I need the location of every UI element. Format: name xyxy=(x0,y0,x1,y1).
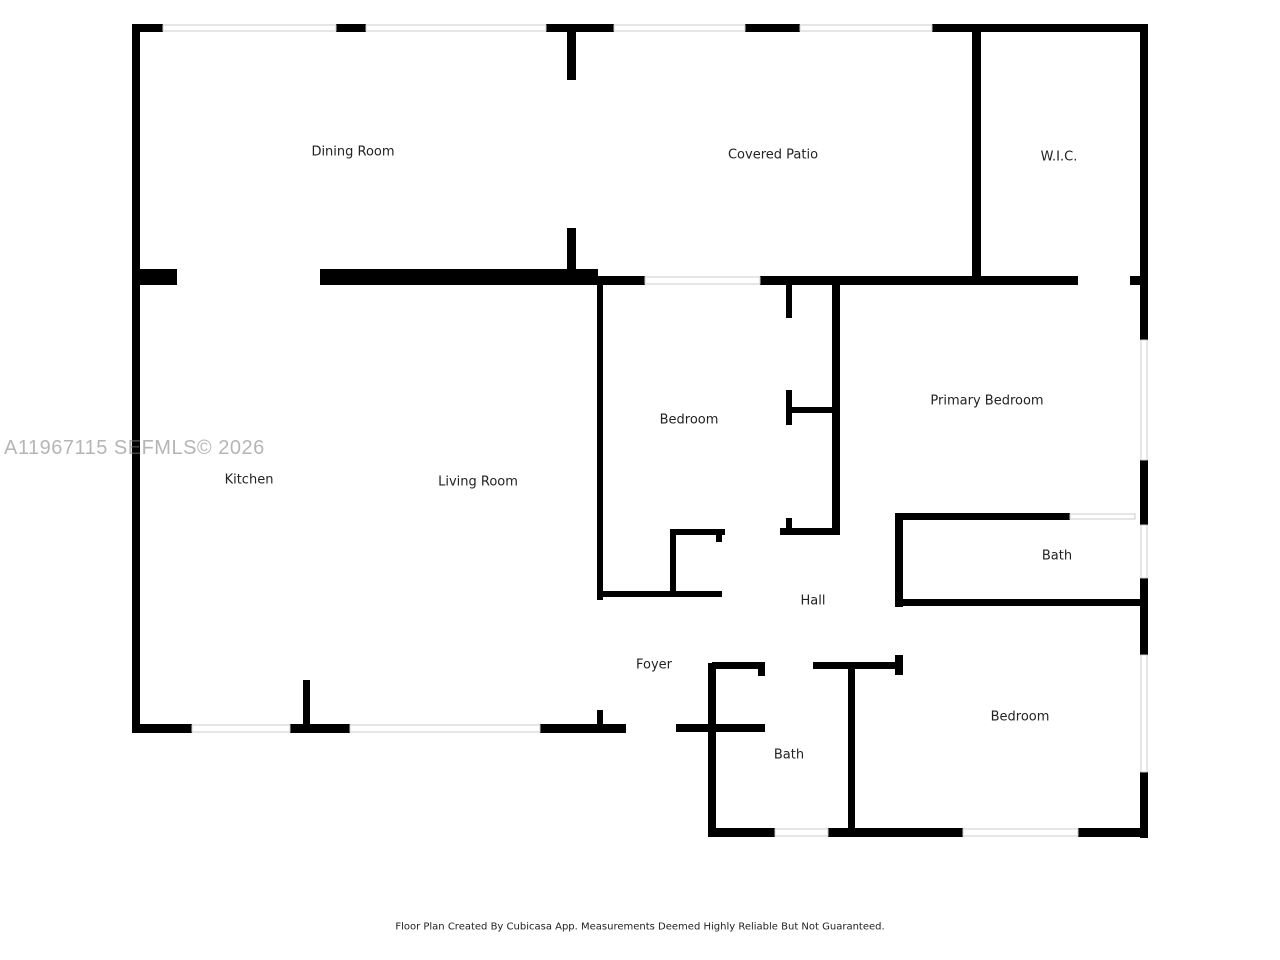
wall xyxy=(1130,276,1148,285)
wall xyxy=(786,285,792,318)
footer-disclaimer: Floor Plan Created By Cubicasa App. Meas… xyxy=(395,921,885,933)
wall xyxy=(848,662,855,835)
wall xyxy=(932,24,1148,32)
window xyxy=(799,24,933,32)
wall xyxy=(540,724,626,733)
wall xyxy=(1078,828,1148,837)
wall xyxy=(758,669,765,676)
wall xyxy=(1140,460,1148,525)
room-label-bedroom-2: Bedroom xyxy=(990,709,1050,725)
wall xyxy=(336,24,366,32)
room-label-foyer: Foyer xyxy=(635,657,673,673)
wall xyxy=(760,276,1078,285)
wall xyxy=(676,724,765,732)
wall xyxy=(320,269,598,285)
wall xyxy=(670,529,676,597)
window xyxy=(162,24,337,32)
window xyxy=(774,828,829,837)
wall xyxy=(567,228,576,277)
wall xyxy=(813,662,903,669)
wall xyxy=(1140,578,1148,655)
wall xyxy=(1140,24,1148,340)
room-label-wic: W.I.C. xyxy=(1040,149,1078,165)
wall xyxy=(895,513,1070,520)
wall xyxy=(708,663,716,837)
window xyxy=(1140,654,1148,773)
wall xyxy=(670,529,725,535)
window xyxy=(1140,339,1148,461)
wall xyxy=(895,599,1148,606)
window xyxy=(1069,513,1136,520)
window xyxy=(365,24,547,32)
window xyxy=(962,828,1079,837)
wall xyxy=(132,269,177,285)
wall xyxy=(132,24,140,733)
wall xyxy=(716,535,722,542)
wall xyxy=(786,518,792,530)
room-label-dining-room: Dining Room xyxy=(311,144,395,160)
room-label-bath: Bath xyxy=(1041,548,1073,564)
room-label-primary-bedroom: Primary Bedroom xyxy=(930,393,1044,409)
wall xyxy=(1140,772,1148,838)
wall xyxy=(132,24,163,32)
wall xyxy=(972,24,981,280)
room-label-kitchen: Kitchen xyxy=(224,472,274,488)
room-label-bedroom: Bedroom xyxy=(659,412,719,428)
window xyxy=(1140,524,1148,579)
wall xyxy=(895,513,903,607)
wall xyxy=(828,828,963,837)
wall xyxy=(712,662,765,669)
walls xyxy=(132,24,1148,838)
window xyxy=(644,276,761,285)
window xyxy=(191,724,291,733)
window xyxy=(349,724,541,733)
room-label-hall: Hall xyxy=(800,593,826,609)
wall xyxy=(567,24,576,80)
wall xyxy=(745,24,800,32)
wall xyxy=(546,24,614,32)
window xyxy=(613,24,746,32)
wall xyxy=(597,591,722,597)
wall xyxy=(832,285,840,535)
room-label-bath-2: Bath xyxy=(773,747,805,763)
wall xyxy=(303,680,310,724)
wall xyxy=(786,407,838,413)
watermark: A11967115 SEFMLS© 2026 xyxy=(4,437,265,459)
room-label-living-room: Living Room xyxy=(438,474,518,490)
wall xyxy=(576,276,645,285)
wall xyxy=(597,710,603,724)
wall xyxy=(597,285,603,600)
wall xyxy=(132,724,192,733)
windows xyxy=(162,24,1148,837)
wall xyxy=(290,724,350,733)
room-label-covered-patio: Covered Patio xyxy=(727,147,819,163)
wall xyxy=(708,828,775,837)
wall xyxy=(780,528,840,535)
